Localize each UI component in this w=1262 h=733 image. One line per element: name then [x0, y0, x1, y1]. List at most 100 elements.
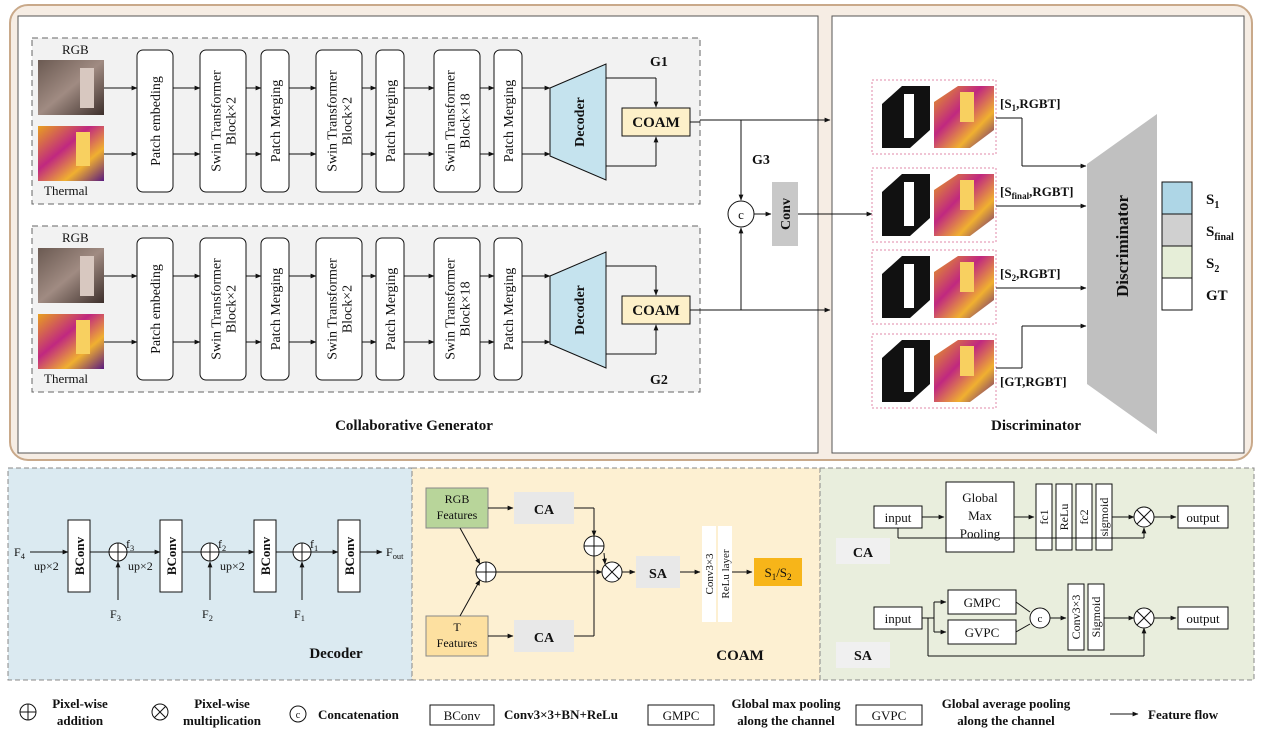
legend-gvpc-desc-1: Global average pooling — [942, 696, 1071, 711]
legend-mul-label-1: Pixel-wise — [194, 696, 250, 711]
decoder-detail-title: Decoder — [309, 646, 363, 662]
legend-gvpc-box-label: GVPC — [872, 708, 907, 723]
decoder-label: Decoder — [573, 285, 588, 335]
swin-block-x18 — [433, 49, 481, 193]
ca-box-rgb — [514, 492, 574, 524]
legend-label-gt: GT — [1206, 288, 1228, 304]
rgbt-object — [960, 262, 974, 292]
rgb-label: RGB — [62, 230, 89, 245]
coam-label: COAM — [632, 303, 680, 319]
patch-merging-block-label: Patch Merging — [269, 268, 284, 351]
sa-conv3-label: Conv3×3 — [1069, 595, 1083, 640]
patch-embedding-block — [136, 49, 174, 193]
pair-label: [GT,RGBT] — [1000, 374, 1067, 389]
legend-swatch-sfinal — [1161, 213, 1193, 247]
thermal-image-object — [76, 132, 90, 166]
patch-embedding-block — [136, 237, 174, 381]
ca-mul-node-d2 — [1136, 509, 1152, 525]
global-max-pooling-label: Max — [968, 508, 992, 523]
rgbt-object — [960, 180, 974, 210]
discriminator-title: Discriminator — [991, 418, 1081, 434]
swin-block-x18 — [433, 237, 481, 381]
thermal-image-object — [76, 320, 90, 354]
g3-label: G3 — [752, 153, 770, 168]
global-max-pooling-label: Global — [962, 490, 998, 505]
patch-merging-block — [375, 49, 405, 193]
legend-label-s1: S1 — [1206, 192, 1219, 211]
swin-block-x2 — [199, 237, 247, 381]
legend-label-sfinal: Sfinal — [1206, 224, 1234, 243]
swin-block-x2 — [315, 49, 363, 193]
sa-concat-symbol: c — [1038, 613, 1043, 625]
coam-output-box — [754, 558, 802, 586]
patch-merging-block — [260, 237, 290, 381]
saliency-object — [904, 348, 914, 392]
fc1-layer — [1035, 483, 1053, 551]
patch-merging-block-label: Patch Merging — [384, 80, 399, 163]
fc2-layer — [1075, 483, 1093, 551]
t-features-label-1: T — [453, 620, 461, 634]
f4-label: F4 — [14, 545, 26, 561]
legend-label-s2: S2 — [1206, 256, 1219, 275]
coam-output-label: S1/S2 — [764, 565, 791, 582]
decoder-label: Decoder — [573, 97, 588, 147]
pair-label: [S1,RGBT] — [1000, 96, 1060, 113]
legend-add-label-1: Pixel-wise — [52, 696, 108, 711]
legend-bconv-desc: Conv3×3+BN+ReLu — [504, 707, 618, 722]
sigmoid-layer-label: sigmoid — [1097, 498, 1111, 537]
fused-feature-label: f1 — [310, 537, 318, 553]
bconv-block — [159, 519, 183, 593]
coam-label: COAM — [632, 115, 680, 131]
relu-layer — [1055, 483, 1073, 551]
legend-gmpc-box — [647, 704, 715, 726]
coam-box — [621, 295, 691, 325]
bconv-block — [67, 519, 91, 593]
bconv-label: BConv — [342, 536, 357, 575]
fout-label: Fout — [386, 545, 404, 561]
thermal-label: Thermal — [44, 371, 88, 386]
g3-conv-label: Conv — [779, 198, 794, 230]
patch-merging-block-label: Patch Merging — [269, 80, 284, 163]
legend-swatch-gt — [1161, 277, 1193, 311]
ca-box-t — [514, 620, 574, 652]
patch-merging-block-label: Patch Merging — [502, 80, 517, 163]
legend-concat-c: c — [296, 710, 301, 721]
sa-input-box-label: input — [885, 611, 912, 626]
conv3-layer — [702, 526, 716, 622]
discriminator-shape — [1087, 114, 1157, 434]
legend-gvpc-box — [855, 704, 923, 726]
g2-label: G2 — [650, 373, 668, 388]
fc1-layer-label: fc1 — [1037, 509, 1051, 524]
ca-output-box-label: output — [1186, 510, 1220, 525]
gvpc-box-label: GVPC — [965, 625, 1000, 640]
sa-tag — [836, 642, 890, 668]
patch-merging-block-label: Patch Merging — [502, 268, 517, 351]
swin-block-x2 — [315, 237, 363, 381]
rgb-image-object — [80, 68, 94, 108]
ca-output-box — [1177, 505, 1229, 529]
sa-output-box-label: output — [1186, 611, 1220, 626]
bconv-label: BConv — [258, 536, 273, 575]
fc2-layer-label: fc2 — [1077, 509, 1091, 524]
bconv-label: BConv — [164, 536, 179, 575]
swin-block-x2-label: Swin TransformerBlock×2 — [209, 70, 239, 172]
sa-sigmoid-label: Sigmoid — [1089, 597, 1103, 638]
g3-conv-box — [772, 182, 798, 246]
t-features-box — [425, 615, 489, 657]
thermal-input-image — [38, 126, 104, 181]
saliency-object — [904, 182, 914, 226]
t-features-label-2: Features — [437, 636, 478, 650]
ca-label: CA — [534, 503, 555, 518]
gmpc-box — [947, 589, 1017, 615]
sa-sigmoid-layer — [1087, 583, 1105, 651]
legend-bconv-box-label: BConv — [444, 708, 481, 723]
legend-gmpc-box-label: GMPC — [663, 708, 700, 723]
flow-arrow — [459, 527, 481, 565]
flow-line — [1015, 623, 1031, 633]
up-label: up×2 — [128, 559, 153, 573]
g1-label: G1 — [650, 55, 668, 70]
rgbt-object — [960, 92, 974, 122]
sa-output-box — [1177, 606, 1229, 630]
